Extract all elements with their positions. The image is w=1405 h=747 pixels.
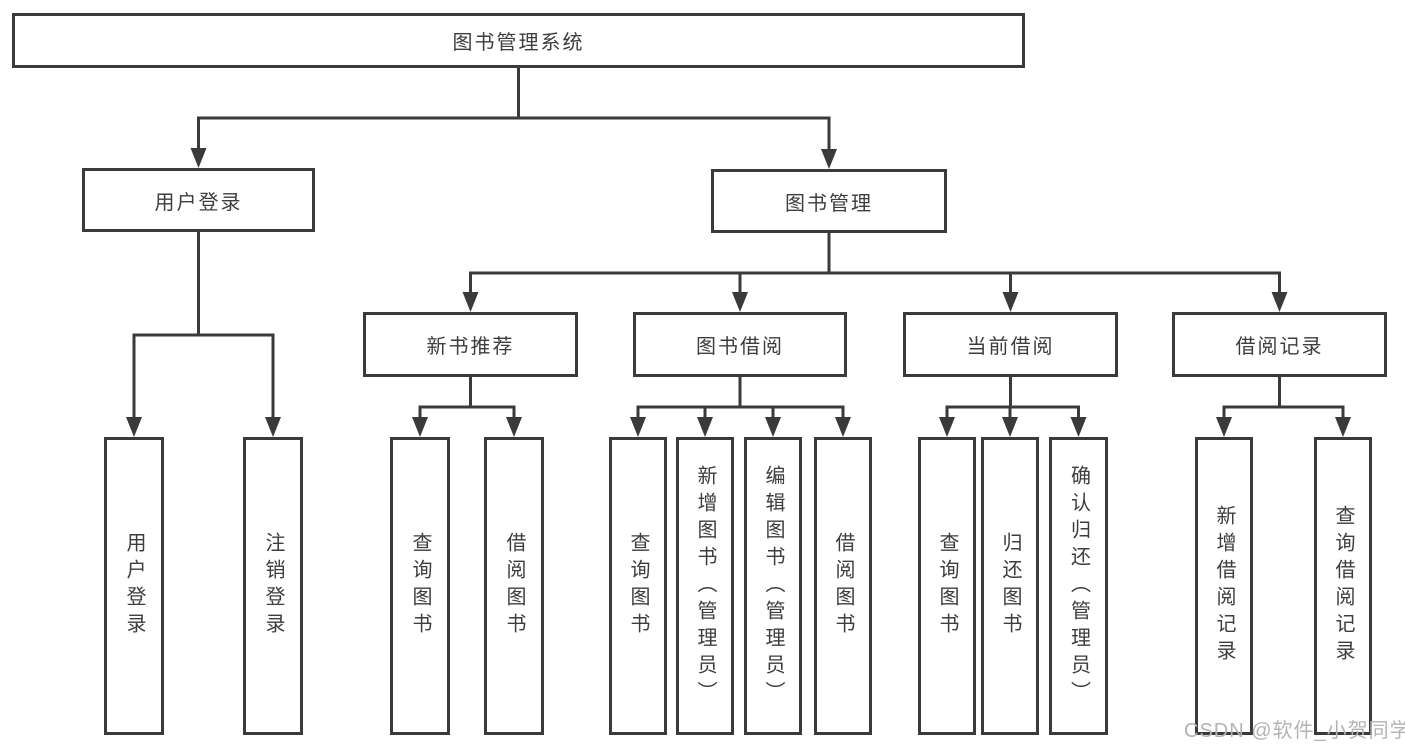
- node-cb-query: 查询图书: [918, 437, 976, 735]
- node-label-cb-query: 查询图书: [936, 532, 958, 640]
- node-nb-query: 查询图书: [390, 437, 450, 735]
- node-logout: 注销登录: [243, 437, 303, 735]
- node-new-books: 新书推荐: [363, 312, 578, 377]
- node-label-logout: 注销登录: [262, 532, 284, 640]
- node-login: 用户登录: [104, 437, 164, 735]
- node-cb-return: 归还图书: [981, 437, 1039, 735]
- node-br-query: 查询借阅记录: [1314, 437, 1372, 735]
- node-label-cb-confirm: 确认归还（管理员）: [1067, 464, 1090, 708]
- node-cb-confirm: 确认归还（管理员）: [1049, 437, 1108, 735]
- node-label-bb-query: 查询图书: [627, 532, 649, 640]
- node-bb-query: 查询图书: [609, 437, 667, 735]
- node-bb-borrow: 借阅图书: [814, 437, 872, 735]
- node-current-borrow: 当前借阅: [903, 312, 1118, 377]
- node-bb-edit: 编辑图书（管理员）: [744, 437, 802, 735]
- node-label-bb-add: 新增图书（管理员）: [694, 464, 716, 708]
- node-book-mgmt: 图书管理: [711, 169, 947, 233]
- node-label-bb-edit: 编辑图书（管理员）: [762, 464, 784, 708]
- node-root: 图书管理系统: [12, 13, 1025, 68]
- node-label-root: 图书管理系统: [452, 32, 585, 54]
- node-bb-add: 新增图书（管理员）: [676, 437, 734, 735]
- node-nb-borrow: 借阅图书: [484, 437, 544, 735]
- node-borrow-records: 借阅记录: [1172, 312, 1387, 377]
- node-label-cb-return: 归还图书: [999, 532, 1021, 640]
- node-label-book-borrow: 图书借阅: [696, 336, 784, 358]
- node-label-nb-query: 查询图书: [409, 532, 431, 640]
- node-label-br-add: 新增借阅记录: [1213, 505, 1235, 667]
- node-label-user-login: 用户登录: [154, 191, 243, 214]
- node-label-current-borrow: 当前借阅: [966, 336, 1055, 358]
- node-book-borrow: 图书借阅: [633, 312, 847, 377]
- node-label-bb-borrow: 借阅图书: [832, 532, 854, 640]
- node-label-nb-borrow: 借阅图书: [503, 532, 525, 640]
- node-label-br-query: 查询借阅记录: [1332, 505, 1354, 667]
- watermark-text: CSDN @软件_小贺同学: [1184, 720, 1405, 742]
- node-label-login: 用户登录: [123, 532, 145, 640]
- node-label-book-mgmt: 图书管理: [785, 192, 873, 215]
- node-label-borrow-records: 借阅记录: [1235, 336, 1324, 358]
- node-label-new-books: 新书推荐: [426, 336, 515, 358]
- node-user-login: 用户登录: [82, 168, 315, 232]
- node-br-add: 新增借阅记录: [1195, 437, 1253, 735]
